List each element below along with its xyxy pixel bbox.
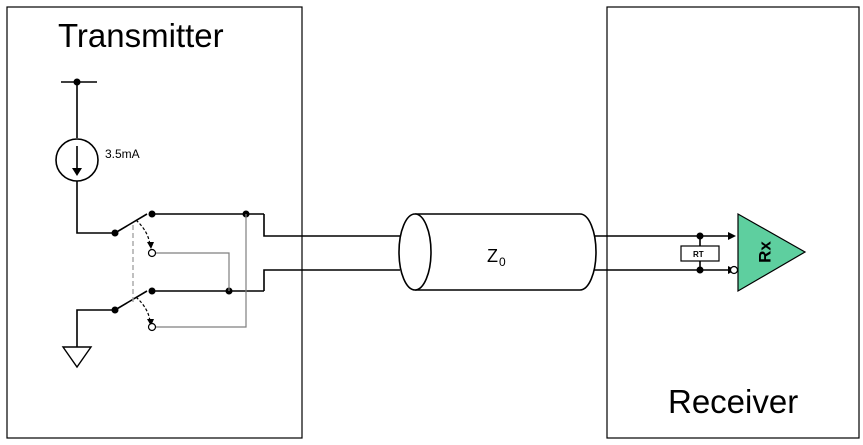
termination-resistor-label: RT bbox=[693, 250, 704, 259]
upper-switch bbox=[114, 210, 157, 258]
current-source-icon bbox=[55, 138, 99, 182]
receiver-amplifier: Rx bbox=[729, 212, 807, 293]
lower-switch bbox=[111, 287, 157, 332]
receiver-amplifier-label: Rx bbox=[755, 241, 774, 263]
transmission-line: Z 0 bbox=[398, 213, 597, 291]
receiver-block: Receiver bbox=[606, 6, 860, 439]
transmitter-title: Transmitter bbox=[58, 17, 224, 54]
transmitter-block: Transmitter bbox=[6, 6, 303, 439]
receiver-input-wiring bbox=[594, 232, 736, 274]
transmitter-output-wiring bbox=[152, 210, 400, 328]
current-source-label: 3.5mA bbox=[105, 147, 140, 161]
receiver-title: Receiver bbox=[668, 383, 798, 420]
transmission-line-label: Z bbox=[487, 246, 498, 266]
transmission-line-subscript: 0 bbox=[499, 255, 506, 269]
ground-icon bbox=[61, 309, 115, 369]
termination-resistor: RT bbox=[680, 245, 720, 262]
supply-node bbox=[61, 78, 97, 138]
